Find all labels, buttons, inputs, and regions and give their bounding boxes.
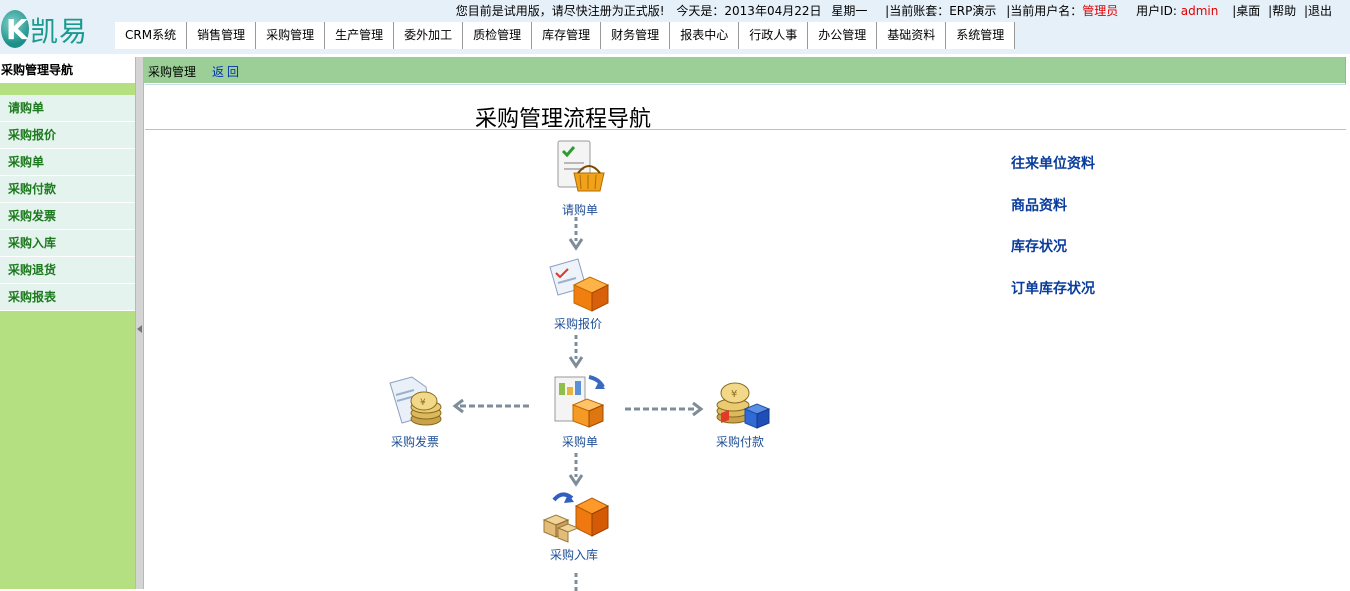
flow-label-warehousing: 采购入库	[549, 548, 598, 562]
breadcrumb: 采购管理	[148, 65, 197, 79]
sidebar-item-order[interactable]: 采购单	[0, 149, 135, 176]
nav-tab-quality[interactable]: 质检管理	[463, 22, 533, 49]
logout-link[interactable]: |退出	[1303, 4, 1332, 18]
account-label: |当前账套：	[885, 4, 950, 18]
content-panel: 采购管理流程导航 往来单位资料 商品资料 库存状况 订单库存状况 请购单	[145, 84, 1346, 591]
nav-tab-crm[interactable]: CRM系统	[115, 22, 188, 49]
form-package-icon	[554, 375, 605, 428]
flow-arrow-left-icon	[452, 398, 530, 414]
flow-label-requisition: 请购单	[561, 203, 598, 217]
sidebar-spacer	[0, 83, 135, 95]
flow-node-quotation[interactable]: 采购报价	[533, 255, 623, 332]
title-divider	[145, 129, 1346, 130]
help-link[interactable]: |帮助	[1268, 4, 1297, 18]
sidebar-item-payment[interactable]: 采购付款	[0, 176, 135, 203]
collapse-arrow-icon[interactable]	[137, 325, 142, 333]
nav-tab-finance[interactable]: 财务管理	[601, 22, 671, 49]
flow-node-invoice[interactable]: ¥ 采购发票	[370, 373, 460, 450]
user-label: |当前用户名：	[1006, 4, 1083, 18]
flow-node-payment[interactable]: ¥ 采购付款	[695, 373, 785, 450]
sidebar-item-report[interactable]: 采购报表	[0, 284, 135, 311]
account-value: ERP演示	[949, 4, 997, 18]
nav-tab-sales[interactable]: 销售管理	[187, 22, 257, 49]
flow-node-order[interactable]: 采购单	[535, 371, 625, 450]
current-weekday: 星期一	[831, 4, 868, 18]
coins-box-icon: ¥	[716, 382, 771, 429]
sidebar-splitter[interactable]	[135, 57, 144, 589]
flow-arrow-down-icon	[574, 573, 578, 591]
userid-value: admin	[1180, 4, 1219, 18]
link-product-data[interactable]: 商品资料	[1011, 198, 1067, 214]
flow-label-invoice: 采购发票	[390, 435, 439, 449]
main-header-bar: 采购管理 返回	[144, 57, 1350, 83]
sidebar-item-return[interactable]: 采购退货	[0, 257, 135, 284]
svg-text:¥: ¥	[731, 389, 737, 400]
nav-tab-basic-data[interactable]: 基础资料	[877, 22, 947, 49]
nav-tab-purchase[interactable]: 采购管理	[256, 22, 326, 49]
link-order-inventory-status[interactable]: 订单库存状况	[1011, 281, 1095, 297]
flow-arrow-down-icon	[568, 453, 584, 487]
logo-badge	[1, 10, 29, 48]
document-box-icon	[549, 258, 610, 312]
userid-label: 用户ID:	[1136, 4, 1177, 18]
app-logo: K 凯易通	[0, 4, 112, 88]
document-coins-icon: ¥	[389, 376, 442, 426]
sidebar-item-invoice[interactable]: 采购发票	[0, 203, 135, 230]
nav-tab-system[interactable]: 系统管理	[946, 22, 1016, 49]
nav-tab-outsourcing[interactable]: 委外加工	[394, 22, 464, 49]
main-nav: CRM系统 销售管理 采购管理 生产管理 委外加工 质检管理 库存管理 财务管理…	[115, 22, 1016, 49]
clipboard-basket-icon	[557, 140, 605, 192]
link-partner-data[interactable]: 往来单位资料	[1011, 156, 1095, 172]
flow-arrow-right-icon	[625, 401, 704, 417]
top-header: K 凯易通 您目前是试用版，请尽快注册为正式版! 今天是：2013年04月22日…	[0, 0, 1350, 88]
sidebar-item-requisition[interactable]: 请购单	[0, 95, 135, 122]
user-value: 管理员	[1082, 4, 1119, 18]
flow-node-requisition[interactable]: 请购单	[535, 137, 625, 218]
nav-tab-production[interactable]: 生产管理	[325, 22, 395, 49]
svg-text:¥: ¥	[420, 398, 426, 408]
flow-label-payment: 采购付款	[715, 435, 764, 449]
boxes-warehouse-icon	[542, 492, 610, 543]
nav-tab-inventory[interactable]: 库存管理	[532, 22, 602, 49]
sidebar-item-quotation[interactable]: 采购报价	[0, 122, 135, 149]
sidebar-item-warehousing[interactable]: 采购入库	[0, 230, 135, 257]
back-link[interactable]: 返回	[212, 65, 243, 79]
nav-tab-hr[interactable]: 行政人事	[739, 22, 809, 49]
info-bar: 您目前是试用版，请尽快注册为正式版! 今天是：2013年04月22日 星期一 |…	[456, 2, 1332, 18]
flow-label-quotation: 采购报价	[553, 317, 602, 331]
sidebar-title: 采购管理导航	[0, 57, 135, 83]
logo-letter: K	[6, 13, 28, 46]
desktop-link[interactable]: |桌面	[1232, 4, 1261, 18]
flow-label-order: 采购单	[561, 435, 598, 449]
today-label: 今天是：	[676, 4, 725, 18]
page-title: 采购管理流程导航	[475, 107, 652, 132]
sidebar: 采购管理导航 请购单 采购报价 采购单 采购付款 采购发票 采购入库 采购退货 …	[0, 57, 135, 589]
nav-tab-office[interactable]: 办公管理	[808, 22, 878, 49]
trial-notice: 您目前是试用版，请尽快注册为正式版!	[455, 4, 665, 18]
nav-tab-reports[interactable]: 报表中心	[670, 22, 740, 49]
flow-node-warehousing[interactable]: 采购入库	[529, 490, 619, 563]
flow-arrow-down-icon	[568, 335, 584, 369]
flow-arrow-down-icon	[568, 217, 584, 251]
link-inventory-status[interactable]: 库存状况	[1011, 239, 1067, 255]
current-date: 2013年04月22日	[724, 4, 822, 18]
